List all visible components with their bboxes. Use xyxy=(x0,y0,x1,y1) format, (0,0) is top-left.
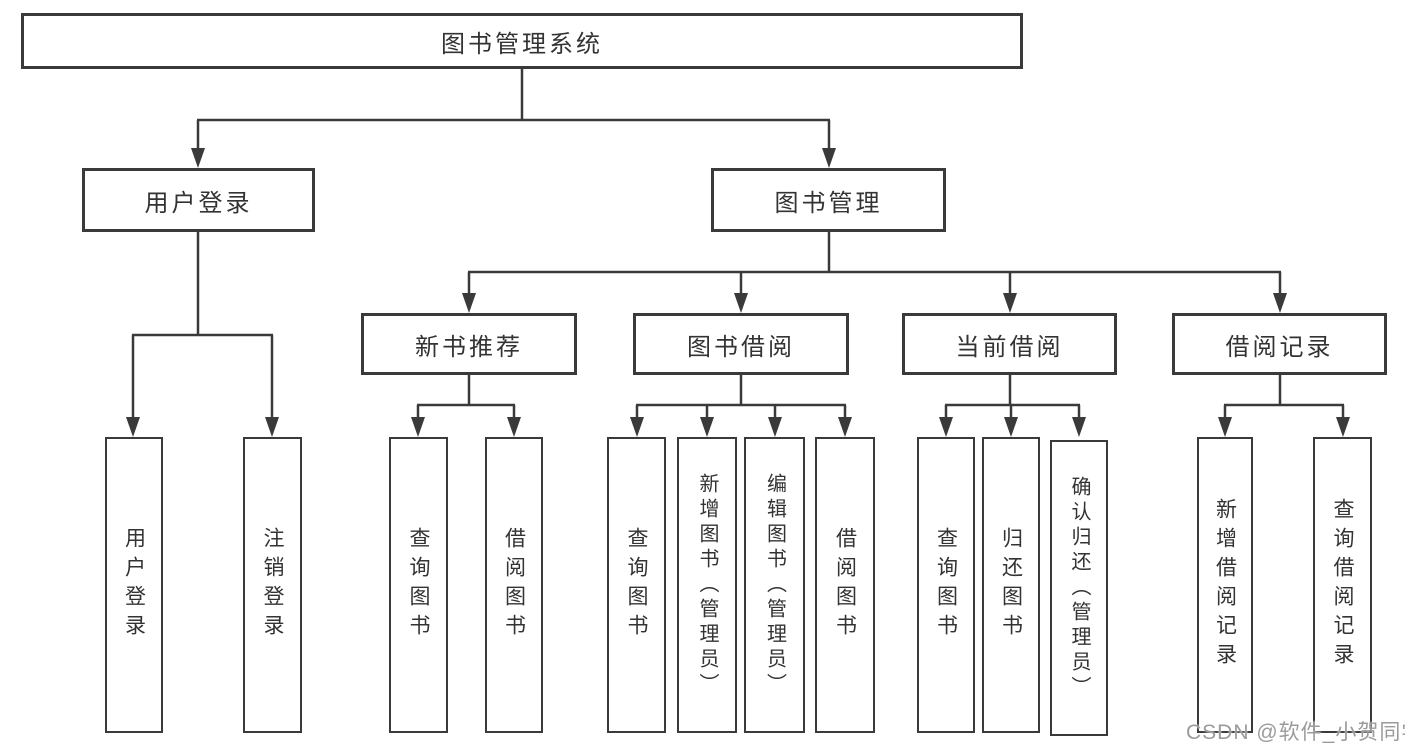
node-root-label: 图书管理系统 xyxy=(441,30,603,58)
leaf-borrow-edit-label: 编辑图书（管理员） xyxy=(763,472,786,698)
leaf-logout: 注销登录 xyxy=(243,437,302,733)
leaf-records-add-label: 新增借阅记录 xyxy=(1213,498,1237,672)
leaf-current-confirm-label: 确认归还（管理员） xyxy=(1068,475,1090,701)
leaf-newbook-borrow-label: 借阅图书 xyxy=(502,527,526,643)
node-user-login: 用户登录 xyxy=(82,168,315,232)
leaf-borrow-query: 查询图书 xyxy=(607,437,666,733)
node-new-book-recommend: 新书推荐 xyxy=(361,313,577,375)
leaf-borrow-add: 新增图书（管理员） xyxy=(677,437,737,733)
leaf-borrow-add-label: 新增图书（管理员） xyxy=(696,472,718,698)
leaf-records-query: 查询借阅记录 xyxy=(1313,437,1372,733)
node-root: 图书管理系统 xyxy=(21,13,1023,69)
leaf-newbook-borrow: 借阅图书 xyxy=(485,437,543,733)
node-current-borrowing-label: 当前借阅 xyxy=(955,333,1064,361)
node-borrowing-records-label: 借阅记录 xyxy=(1225,333,1334,361)
node-book-borrowing-label: 图书借阅 xyxy=(687,333,795,361)
node-book-management: 图书管理 xyxy=(711,168,946,232)
leaf-borrow-lend: 借阅图书 xyxy=(815,437,875,733)
leaf-user-login-label: 用户登录 xyxy=(122,527,146,643)
leaf-borrow-lend-label: 借阅图书 xyxy=(833,527,857,643)
leaf-newbook-query-label: 查询图书 xyxy=(407,527,430,643)
leaf-current-query: 查询图书 xyxy=(917,437,975,733)
node-new-book-recommend-label: 新书推荐 xyxy=(415,333,523,361)
leaf-current-confirm: 确认归还（管理员） xyxy=(1050,440,1108,736)
leaf-newbook-query: 查询图书 xyxy=(389,437,448,733)
leaf-borrow-query-label: 查询图书 xyxy=(625,527,648,643)
node-user-login-label: 用户登录 xyxy=(144,189,253,217)
leaf-logout-label: 注销登录 xyxy=(261,527,284,643)
leaf-records-query-label: 查询借阅记录 xyxy=(1331,498,1354,672)
node-borrowing-records: 借阅记录 xyxy=(1172,313,1387,375)
leaf-current-return-label: 归还图书 xyxy=(999,527,1023,643)
leaf-records-add: 新增借阅记录 xyxy=(1197,437,1253,733)
node-book-borrowing: 图书借阅 xyxy=(633,313,849,375)
leaf-user-login: 用户登录 xyxy=(105,437,163,733)
node-book-management-label: 图书管理 xyxy=(774,189,883,217)
leaf-current-query-label: 查询图书 xyxy=(934,527,958,643)
node-current-borrowing: 当前借阅 xyxy=(902,313,1117,375)
leaf-current-return: 归还图书 xyxy=(982,437,1040,733)
leaf-borrow-edit: 编辑图书（管理员） xyxy=(744,437,805,733)
csdn-watermark: CSDN @软件_小贺同学 xyxy=(1186,721,1405,744)
